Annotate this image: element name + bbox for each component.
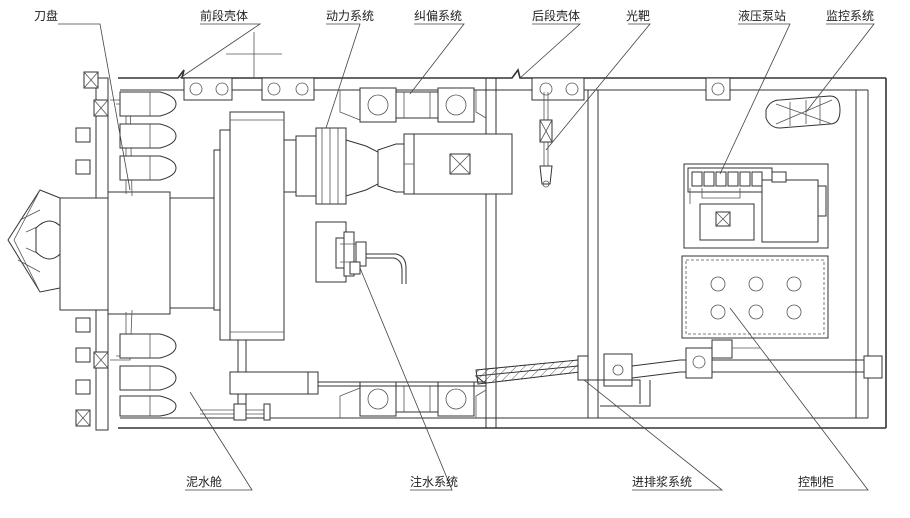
leader-lines [58,23,875,491]
power-system-motor [283,127,513,205]
label-monitoring-system: 监控系统 [826,9,874,23]
label-front-shell: 前段壳体 [200,8,248,23]
main-drive [213,111,285,418]
water-injection-unit [315,221,407,284]
slurry-pipe [474,339,883,407]
label-cutterhead: 刀盘 [34,8,58,23]
hydraulic-pump-station [683,163,829,249]
label-slurry-system: 进排浆系统 [632,474,692,489]
label-light-target: 光靶 [626,9,650,23]
valve-bank [691,171,763,187]
deviation-cylinders [339,87,487,418]
cutter-teeth [75,71,109,427]
monitoring-camera [765,95,841,129]
label-power-system: 动力系统 [326,9,374,23]
label-hydraulic-station: 液压泵站 [738,8,786,23]
labels: 刀盘 前段壳体 动力系统 纠偏系统 后段壳体 光靶 液压泵站 监控系统 泥水舱 … [34,8,874,489]
light-target [539,92,553,188]
label-water-injection: 注水系统 [410,474,458,489]
label-control-cabinet: 控制柜 [798,475,834,489]
lifting-lugs [183,77,731,101]
cutter-spokes [119,91,177,417]
center-cone [7,189,111,311]
mud-chamber-piping [200,371,486,421]
cutterhead [7,71,221,431]
label-mud-chamber: 泥水舱 [186,475,222,489]
control-cabinet [681,255,829,339]
label-rear-shell: 后段壳体 [532,8,580,23]
label-deviation-system: 纠偏系统 [414,8,462,23]
